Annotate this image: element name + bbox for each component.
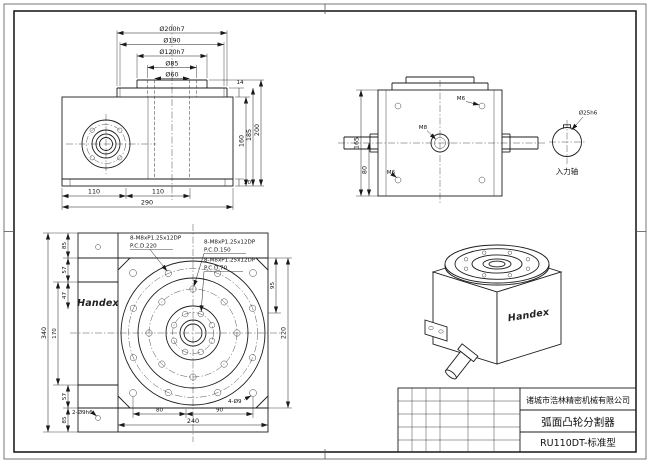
dim-label: 57: [62, 393, 68, 401]
model-number: RU110DT-标准型: [540, 437, 616, 449]
dim-label: 340: [40, 327, 48, 339]
dim-label: 110: [152, 188, 164, 196]
dim-label: 290: [141, 199, 153, 207]
hole-label: 4-Ø9: [228, 398, 242, 405]
bolt-note: 8-M8xP1.25x12DP: [204, 240, 256, 246]
bolt-note: 8-M8xP1.25x12DP: [130, 236, 182, 242]
handex-logo-topview: Handex: [77, 298, 119, 309]
front-view: Ø200h7 Ø190 Ø120h7 Ø85 Ø60 14 160 185 20…: [61, 24, 264, 210]
iso-input-shaft: [445, 343, 479, 380]
bolt-note: P.C.D.150: [204, 248, 231, 254]
dim-label: Ø200h7: [159, 25, 184, 33]
dim-label: 110: [88, 188, 100, 196]
dim-label: 47: [62, 292, 68, 300]
iso-view: Handex: [424, 244, 563, 380]
dim-label: 14: [236, 80, 244, 86]
dim-label: Ø120h7: [159, 48, 184, 56]
product-name: 弧面凸轮分割器: [541, 416, 615, 429]
dim-label: Ø190: [163, 37, 180, 45]
dim-label: 90: [216, 408, 224, 414]
dim-label: 85: [62, 416, 68, 424]
dim-label: 80: [156, 408, 164, 414]
side-view: M6 M8 M6 165 80: [338, 76, 546, 204]
input-shaft-label: 入力轴: [556, 166, 579, 176]
dim-label: 85: [62, 242, 68, 250]
thread-label: M8: [419, 125, 428, 131]
shaft-section-detail: Ø25h6 入力轴: [549, 110, 598, 176]
border-frame: [3, 3, 647, 460]
thread-label: M6: [387, 170, 396, 176]
top-view: Handex 8-M8xP1.25x12DP P.C.D.220 8-M8xP1…: [40, 224, 292, 442]
dim-label: 95: [270, 282, 276, 290]
dim-label: 160: [238, 135, 246, 147]
dim-label: 220: [280, 327, 288, 339]
bolt-note: P.C.D.220: [130, 244, 157, 250]
dim-label: 200: [253, 124, 261, 136]
dim-label: Ø60: [165, 71, 178, 79]
shaft-dia-label: Ø25h6: [579, 110, 598, 117]
dim-label: 240: [187, 417, 199, 425]
dim-label: 57: [62, 266, 68, 274]
dim-label: 170: [52, 328, 58, 339]
bolt-note: P.C.D.70: [204, 266, 228, 272]
dim-label: 185: [245, 129, 253, 141]
bolt-note: 8-M8xP1.25x12DP: [204, 258, 256, 264]
dim-label: 165: [353, 137, 361, 149]
dim-label: Ø85: [165, 60, 178, 68]
title-block: 诸城市浩林精密机械有限公司 弧面凸轮分割器 RU110DT-标准型: [397, 387, 637, 453]
pin-label: 2-Ø9h6: [72, 409, 93, 416]
company-name: 诸城市浩林精密机械有限公司: [526, 395, 630, 405]
dim-label: 80: [361, 166, 369, 174]
thread-label: M6: [457, 96, 466, 102]
dim-label: 20: [244, 180, 252, 186]
